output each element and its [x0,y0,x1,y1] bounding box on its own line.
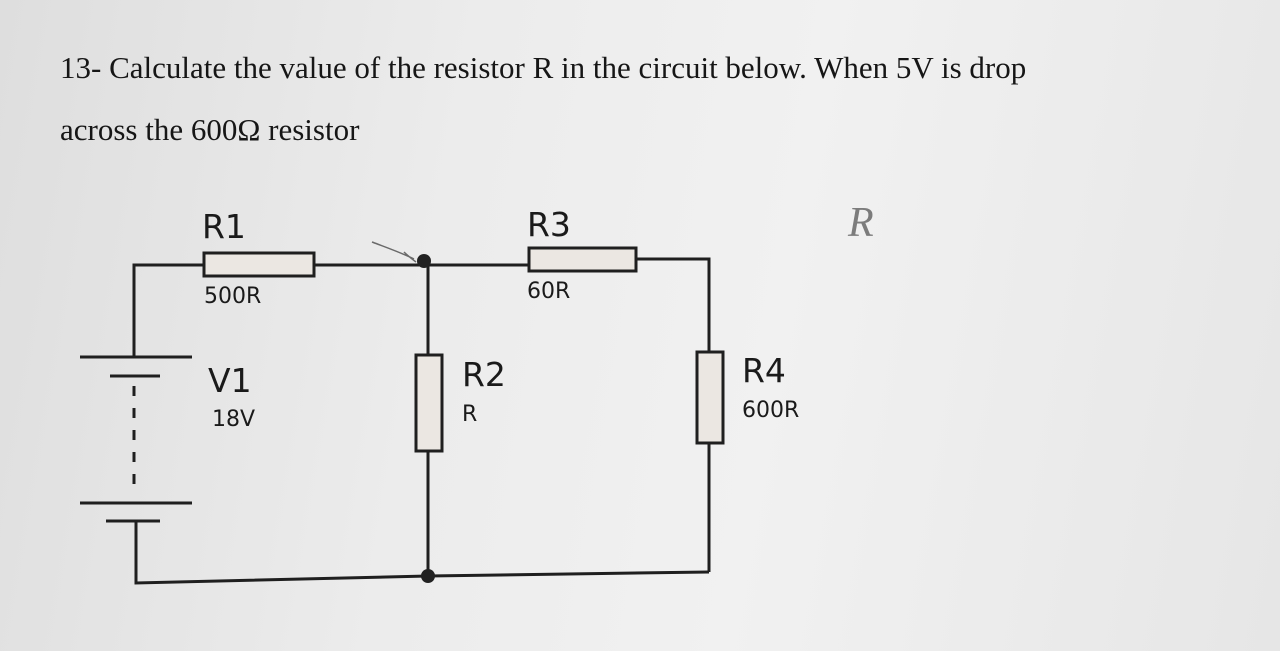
resistor-r2 [414,353,444,453]
label-r1-name: R1 [202,207,246,246]
junction-bottom [421,569,435,583]
label-r3-value: 60R [527,279,570,304]
label-r4-name: R4 [742,351,786,390]
junction-top [417,254,431,268]
resistor-r4 [695,350,725,445]
handwritten-mark: R [847,200,874,246]
wire-r3-to-r4 [636,257,711,352]
circuit-wires [132,257,711,585]
question-line-1: 13- Calculate the value of the resistor … [60,50,1027,85]
label-r4-value: 600R [742,398,799,423]
resistor-r1 [202,251,316,278]
label-r2-value: R [462,402,477,427]
pencil-tick-mark [371,241,417,263]
label-r1-value: 500R [204,284,261,309]
label-r2-name: R2 [462,355,506,394]
label-v1-name: V1 [208,361,252,400]
wire-bottom [134,522,710,585]
question-line-2: across the 600Ω resistor [60,112,360,147]
resistor-r3 [527,246,638,273]
label-r3-name: R3 [527,205,571,244]
label-v1-value: 18V [212,407,255,432]
battery-v1 [80,355,192,523]
wire-left-top [132,263,204,356]
